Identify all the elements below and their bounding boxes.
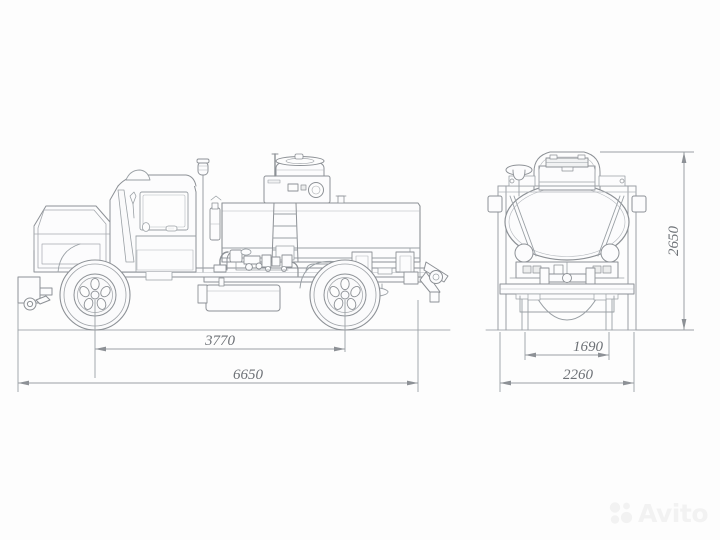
rear-frame-uprights: [497, 185, 637, 331]
beacon-light: [196, 158, 210, 273]
truck-cab: [109, 169, 197, 281]
dim-label-overall-length: 6650: [233, 367, 264, 383]
rear-chassis-plate: [499, 283, 635, 300]
dim-label-overall-width: 2260: [563, 367, 594, 383]
dim-label-overall-height: 2650: [666, 226, 682, 257]
rear-upper-crossbeam: [497, 175, 637, 193]
dim-label-wheelbase: 3770: [204, 333, 236, 349]
rear-top-equipment: [533, 151, 601, 191]
rear-view-group: [485, 151, 667, 331]
fire-extinguisher: [209, 195, 222, 241]
rear-beacon-light: [505, 164, 533, 197]
tank-body: [221, 202, 421, 263]
side-dimensions: [17, 300, 419, 392]
rear-pump-cluster: [509, 267, 625, 285]
top-control-box: [263, 153, 347, 204]
front-bumper: [17, 276, 53, 311]
front-wheel-arch: [57, 243, 81, 273]
rear-side-mirrors: [487, 195, 647, 213]
pump-valve-assembly: [213, 248, 299, 277]
rear-tow-hitch: [403, 261, 449, 303]
fuel-tank-box: [197, 277, 281, 312]
rear-axle-assembly: [519, 293, 615, 321]
side-view-group: [17, 153, 451, 331]
rear-dimensions: [499, 151, 694, 392]
dim-label-track-width: 1690: [573, 339, 604, 355]
